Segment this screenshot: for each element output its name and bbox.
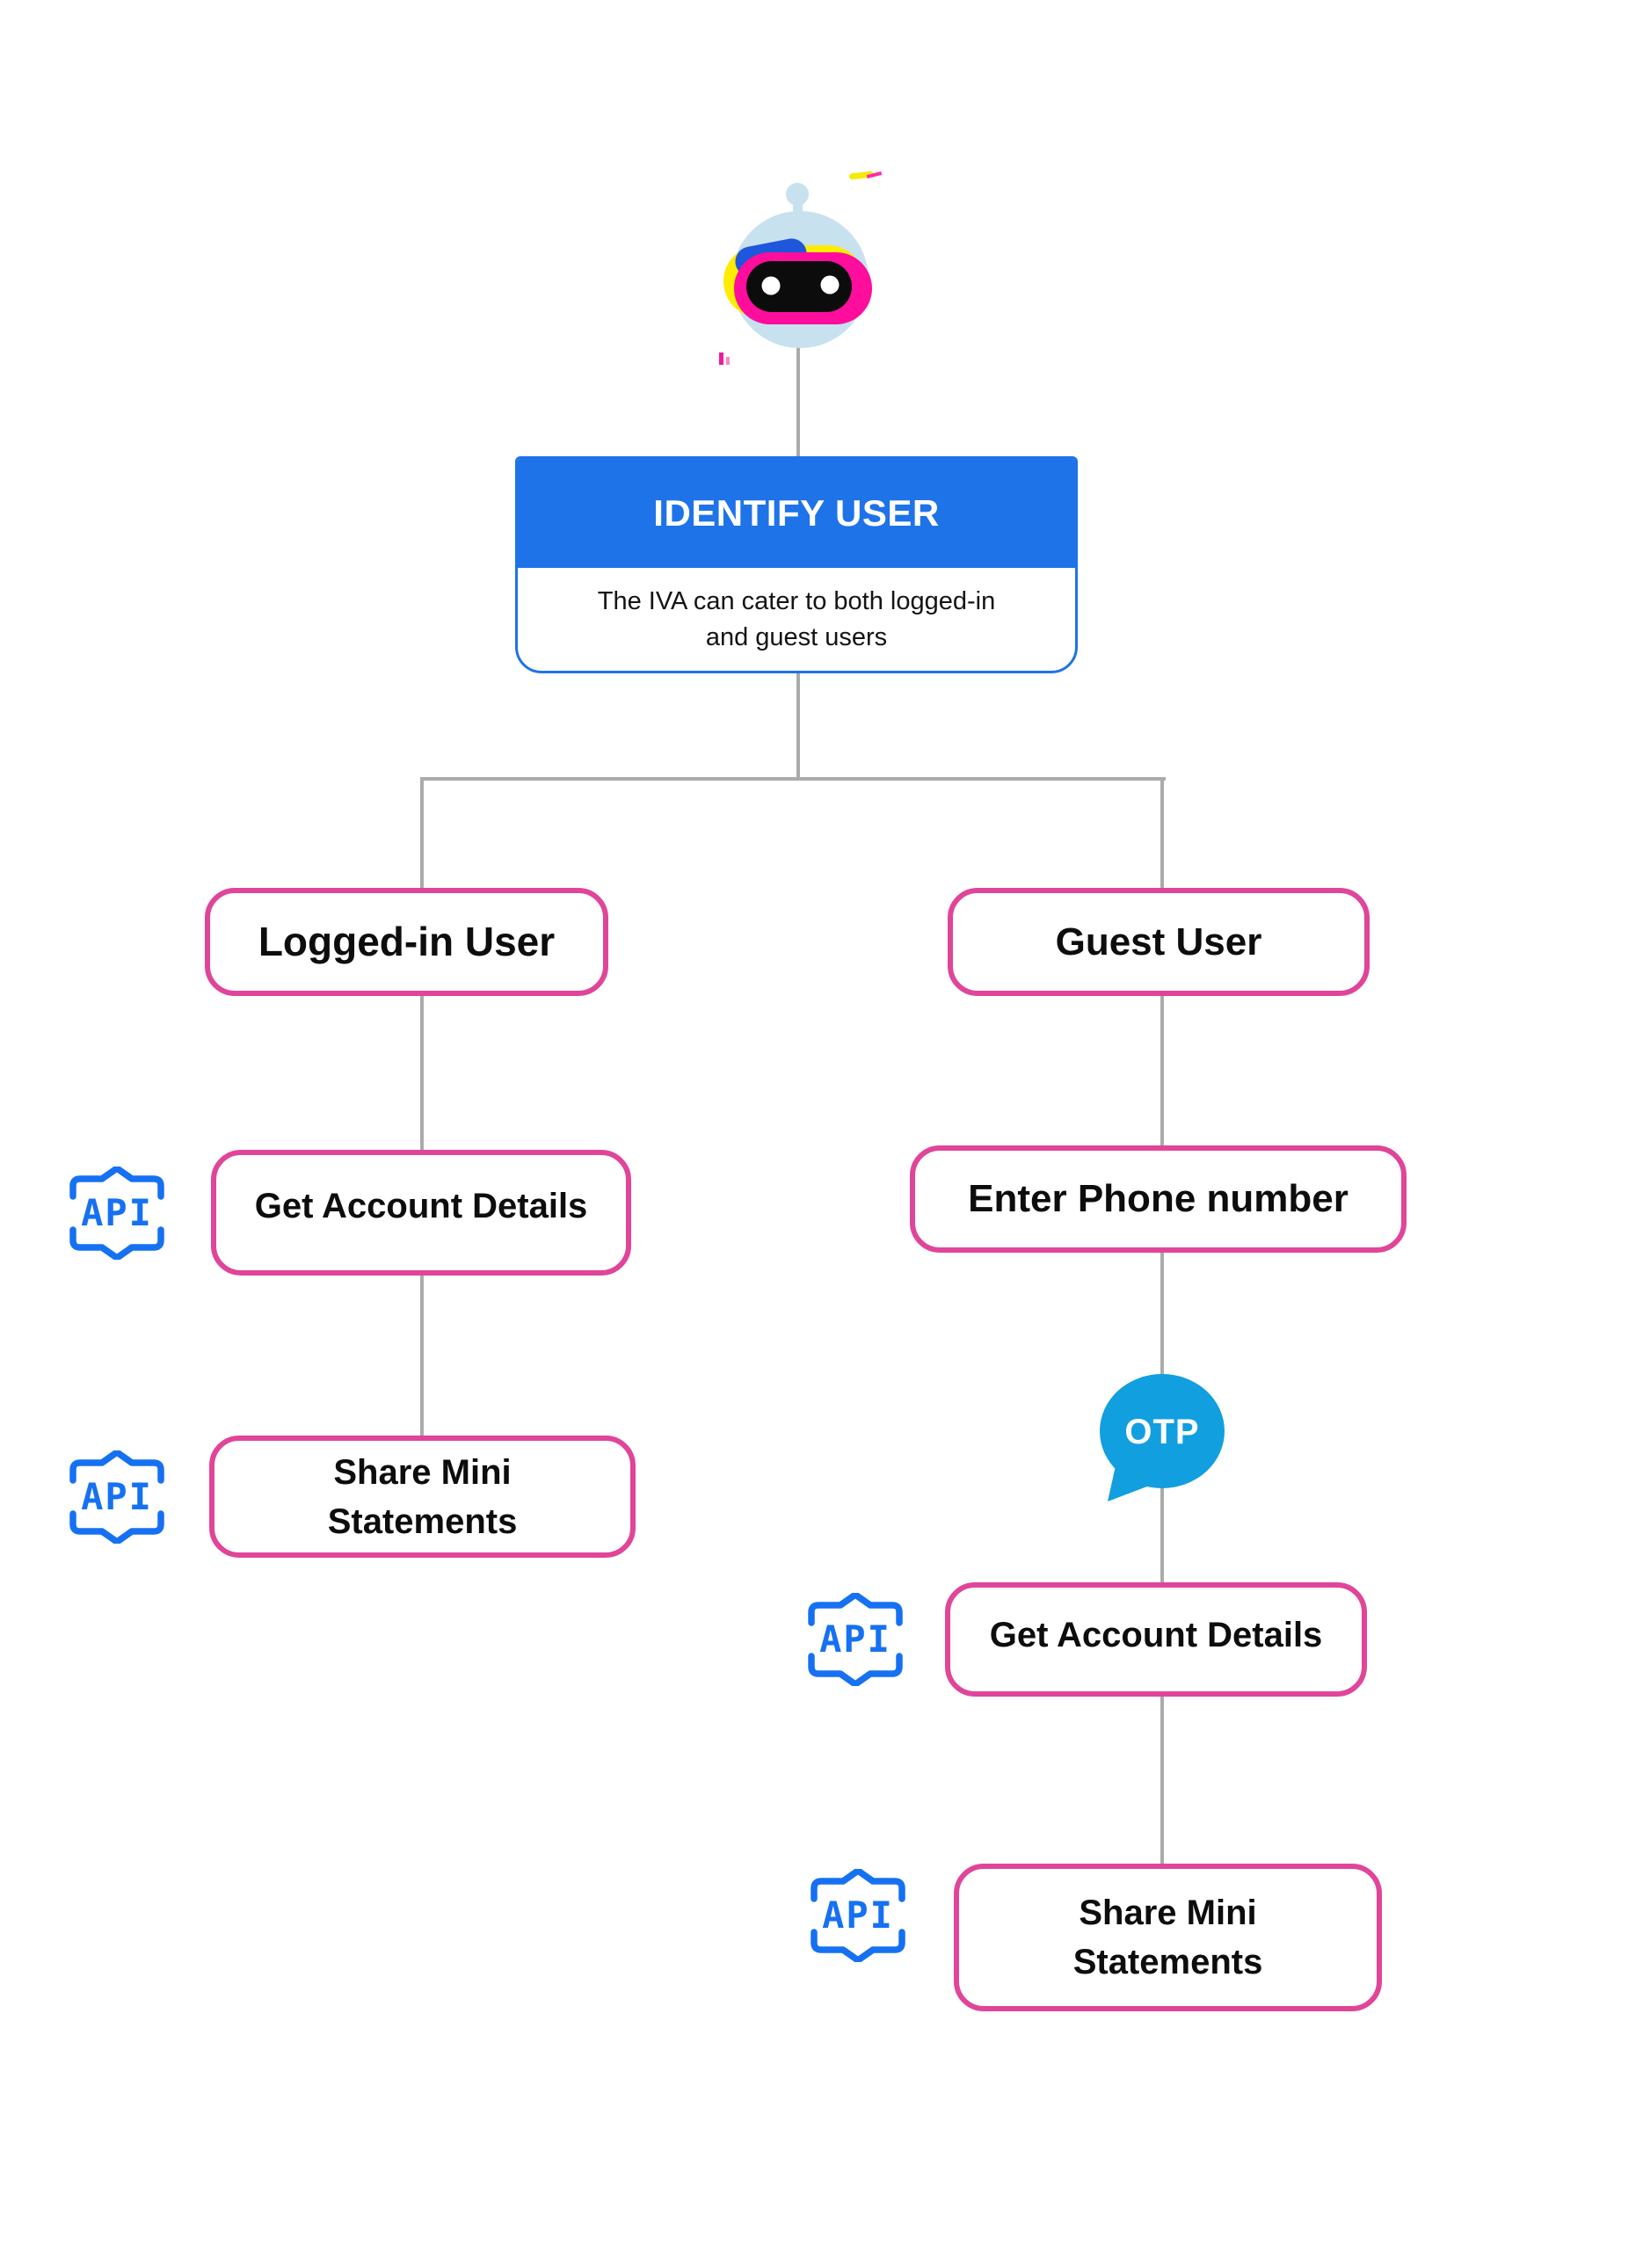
node-label: Logged-in User (258, 919, 556, 965)
goggle-visor (746, 261, 852, 312)
artifact-pink-tick-2 (726, 357, 730, 365)
api-icon: API (811, 1869, 905, 1962)
node-get-account-details-left: Get Account Details (211, 1150, 631, 1276)
node-guest-user: Guest User (948, 888, 1370, 996)
api-icon: API (808, 1593, 903, 1686)
connector-left-2 (420, 994, 424, 1152)
api-icon: API (69, 1167, 164, 1260)
api-icon: API (69, 1450, 164, 1544)
chatbot-avatar-icon (723, 183, 872, 348)
identify-user-description-line2: and guest users (705, 622, 888, 651)
node-label: Get Account Details (989, 1616, 1323, 1654)
connector-right-3 (1160, 1251, 1164, 1383)
node-label: Enter Phone number (968, 1177, 1349, 1221)
identify-user-title: IDENTIFY USER (653, 492, 940, 534)
robot-eye-left (761, 276, 781, 295)
antenna-ball (786, 183, 809, 206)
otp-bubble (1100, 1374, 1225, 1488)
connector-left-3 (420, 1274, 424, 1437)
node-enter-phone-number: Enter Phone number (910, 1145, 1407, 1253)
connector-right-5 (1160, 1695, 1164, 1865)
api-badge-label: API (819, 1617, 891, 1661)
identify-user-description-line1: The IVA can cater to both logged-in (597, 586, 996, 615)
connector-left-1 (420, 777, 424, 890)
robot-eye-right (820, 275, 840, 294)
node-logged-in-user: Logged-in User (205, 888, 608, 996)
node-share-mini-statements-right: Share Mini Statements (954, 1864, 1382, 2011)
connector-right-2 (1160, 994, 1164, 1147)
node-get-account-details-right: Get Account Details (945, 1582, 1367, 1697)
node-label: Guest User (1055, 920, 1262, 963)
api-badge-label: API (822, 1894, 894, 1937)
connector-right-1 (1160, 777, 1164, 890)
identify-user-header: IDENTIFY USER (518, 459, 1075, 568)
node-label: Share Mini Statements (327, 1452, 518, 1541)
connector-root-bottom (796, 672, 800, 779)
api-badge-label: API (81, 1475, 153, 1518)
identify-user-description: The IVA can cater to both logged-in and … (518, 568, 1075, 671)
node-identify-user: IDENTIFY USER The IVA can cater to both … (515, 456, 1078, 673)
otp-icon: OTP (1100, 1374, 1225, 1501)
node-share-mini-statements-left: Share Mini Statements (209, 1436, 636, 1558)
artifact-pink-tick-1 (719, 353, 723, 365)
node-label: Share Mini Statements (1072, 1894, 1263, 1981)
connector-branch-horizontal (420, 777, 1166, 781)
node-label: Get Account Details (254, 1187, 588, 1225)
otp-badge-label: OTP (1124, 1413, 1199, 1451)
api-badge-label: API (81, 1191, 153, 1234)
connector-right-4 (1160, 1487, 1164, 1584)
connector-root-top (796, 346, 800, 457)
